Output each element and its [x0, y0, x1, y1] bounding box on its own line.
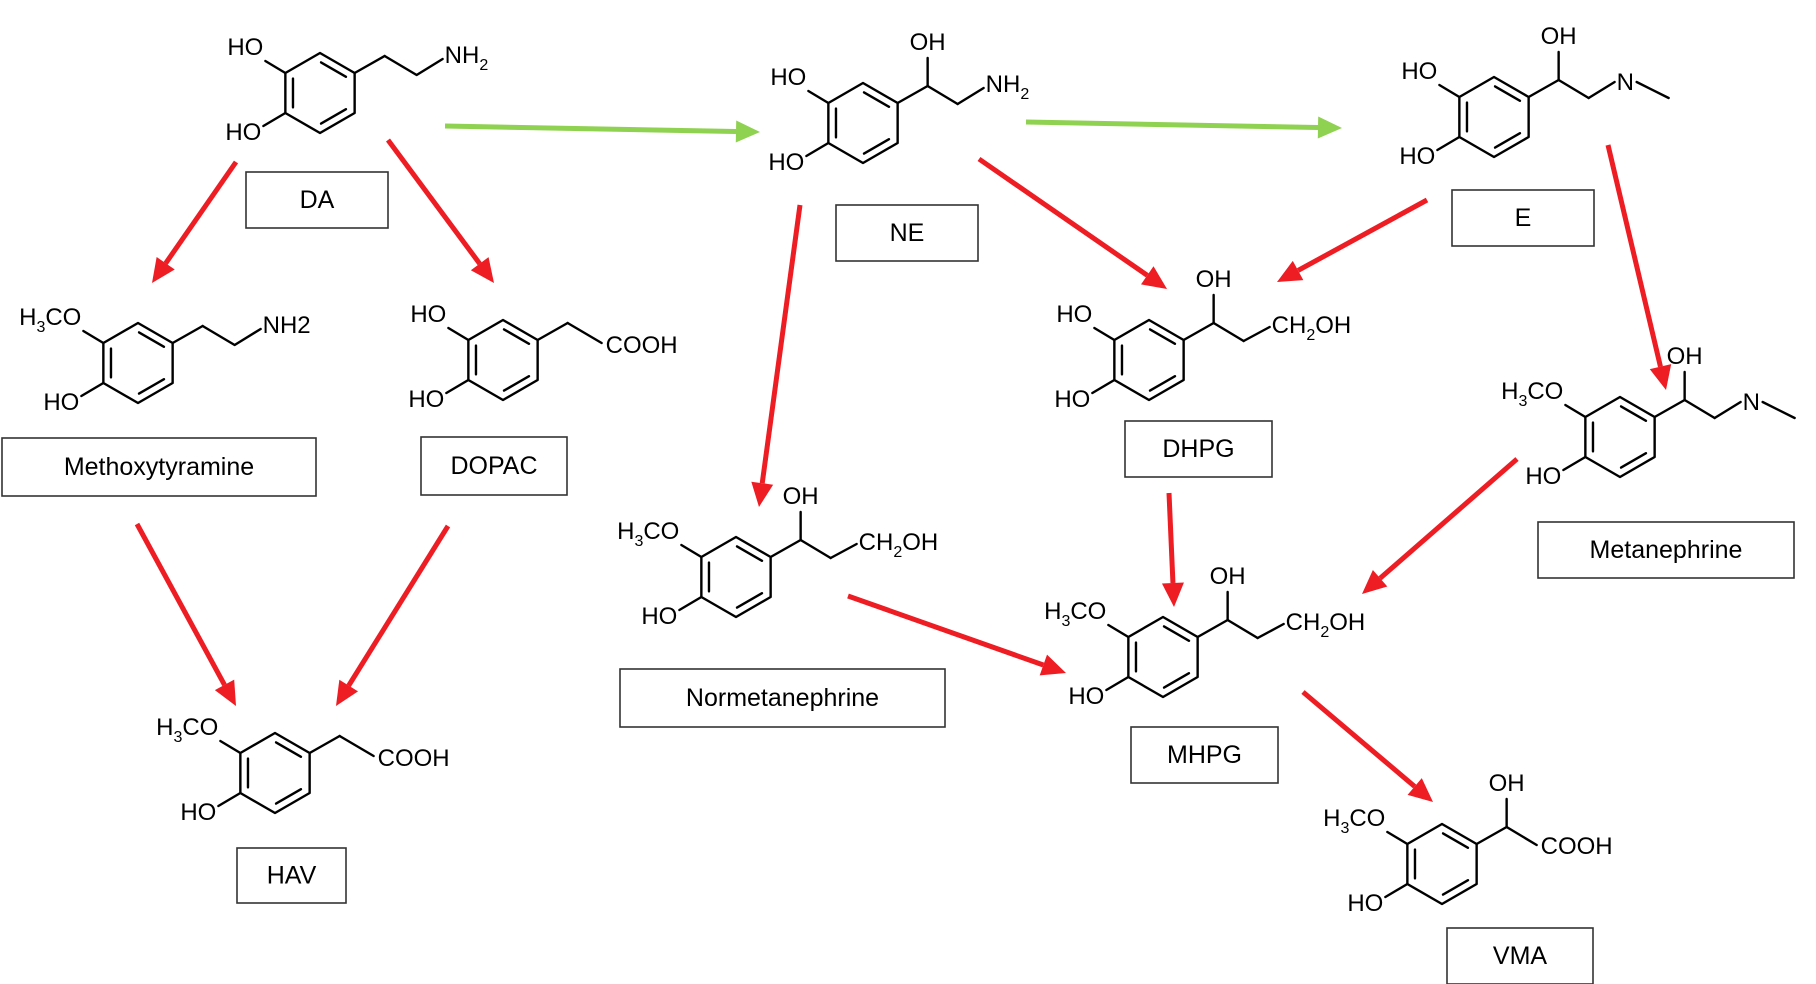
label-box-ne: NE — [835, 204, 979, 262]
label-box-hav: HAV — [236, 847, 347, 904]
label-box-vma: VMA — [1446, 927, 1594, 984]
hydroxyl-4-label: HO — [43, 389, 79, 416]
methoxy-label: H3CO — [1501, 378, 1563, 410]
n-methyl-label: N — [1743, 389, 1760, 416]
label-box-mhpg: MHPG — [1130, 726, 1279, 784]
structure-da: HO HO NH2 — [225, 34, 488, 146]
amine-label: NH2 — [445, 42, 489, 74]
compound-name-dopac: DOPAC — [450, 452, 537, 480]
methoxy-label: H3CO — [156, 714, 218, 746]
compound-name-vma: VMA — [1493, 942, 1548, 970]
arrow-dhpg-to-mhpg — [1161, 492, 1184, 607]
structure-dhpg: HO HO OH CH2OH — [1054, 266, 1351, 413]
methoxy-label: H3CO — [19, 304, 81, 336]
n-methyl-label: N — [1617, 69, 1634, 96]
hydroxymethyl-label: CH2OH — [1272, 312, 1352, 344]
compound-labels: DA NE E Methoxytyramine DOPAC DHPG Metanephrin… — [1, 171, 1795, 984]
structure-ne: HO HO OH NH2 — [768, 29, 1029, 176]
hydroxyl-4-label: HO — [225, 119, 261, 146]
side-hydroxyl-label: OH — [1210, 563, 1246, 590]
side-hydroxyl-label: OH — [1667, 343, 1703, 370]
arrow-ne-to-normetanephrine — [751, 204, 803, 507]
hydroxyl-4-label: HO — [768, 149, 804, 176]
structure-hav: H3CO HO COOH — [156, 714, 450, 826]
hydroxyl-3-label: HO — [410, 301, 446, 328]
hydroxyl-4-label: HO — [1525, 463, 1561, 490]
arrow-e-to-metanephrine — [1605, 144, 1672, 390]
arrow-mhpg-to-vma — [1301, 690, 1433, 802]
hydroxyl-3-label: HO — [1056, 301, 1092, 328]
arrow-da-to-ne — [444, 120, 760, 143]
carboxyl-label: COOH — [378, 745, 450, 772]
compound-name-normet: Normetanephrine — [686, 684, 879, 712]
hydroxyl-3-label: HO — [1401, 58, 1437, 85]
label-box-dhpg: DHPG — [1124, 420, 1273, 478]
structure-metan: H3CO HO OH N — [1501, 343, 1796, 490]
arrow-normetanephrine-to-mhpg — [847, 593, 1066, 676]
label-box-da: DA — [245, 171, 389, 229]
arrow-da-to-methoxytyramine — [152, 160, 239, 283]
hydroxymethyl-label: CH2OH — [1286, 609, 1366, 641]
side-hydroxyl-label: OH — [1541, 23, 1577, 50]
side-hydroxyl-label: OH — [783, 483, 819, 510]
structure-mhpg: H3CO HO OH CH2OH — [1044, 563, 1365, 710]
methoxy-label: H3CO — [1044, 598, 1106, 630]
arrow-ne-to-e — [1025, 116, 1342, 139]
carboxyl-label: COOH — [1541, 833, 1613, 860]
hydroxyl-4-label: HO — [408, 386, 444, 413]
structure-dopac: HO HO COOH — [408, 301, 677, 413]
compound-name-mhpg: MHPG — [1167, 741, 1242, 769]
hydroxyl-4-label: HO — [641, 603, 677, 630]
side-hydroxyl-label: OH — [910, 29, 946, 56]
methoxy-label: H3CO — [1323, 805, 1385, 837]
structure-mt: H3CO HO NH2 — [19, 304, 311, 416]
compound-name-e: E — [1515, 204, 1532, 232]
compound-name-hav: HAV — [267, 862, 317, 890]
hydroxyl-3-label: HO — [227, 34, 263, 61]
structure-normet: H3CO HO OH CH2OH — [617, 483, 938, 630]
methoxy-label: H3CO — [617, 518, 679, 550]
hydroxyl-4-label: HO — [1054, 386, 1090, 413]
structure-vma: H3CO HO OH COOH — [1323, 770, 1613, 917]
side-hydroxyl-label: OH — [1196, 266, 1232, 293]
hydroxyl-4-label: HO — [1068, 683, 1104, 710]
hydroxyl-3-label: HO — [770, 64, 806, 91]
label-box-dopac: DOPAC — [420, 436, 568, 496]
label-box-mt: Methoxytyramine — [1, 437, 317, 497]
hydroxyl-4-label: HO — [1347, 890, 1383, 917]
label-box-metan: Metanephrine — [1537, 521, 1795, 579]
label-box-e: E — [1451, 189, 1595, 247]
side-hydroxyl-label: OH — [1489, 770, 1525, 797]
arrow-e-to-dhpg — [1277, 197, 1429, 282]
compound-name-metan: Metanephrine — [1590, 536, 1743, 564]
compound-name-ne: NE — [890, 219, 925, 247]
carboxyl-label: COOH — [606, 332, 678, 359]
compound-name-da: DA — [300, 186, 335, 214]
amine-label: NH2 — [986, 71, 1030, 103]
compound-name-mt: Methoxytyramine — [64, 453, 254, 481]
reaction-arrows — [134, 116, 1672, 802]
arrow-metanephrine-to-mhpg — [1362, 457, 1519, 594]
arrow-dopac-to-hav — [336, 524, 451, 706]
hydroxyl-4-label: HO — [1399, 143, 1435, 170]
hydroxymethyl-label: CH2OH — [859, 529, 939, 561]
arrow-ne-to-dhpg — [977, 156, 1167, 289]
label-box-normet: Normetanephrine — [619, 668, 946, 728]
structure-e: HO HO OH N — [1399, 23, 1670, 170]
arrow-methoxytyramine-to-hav — [134, 522, 236, 706]
arrow-da-to-dopac — [385, 138, 494, 283]
compound-name-dhpg: DHPG — [1162, 435, 1234, 463]
amine-label: NH2 — [263, 312, 311, 339]
hydroxyl-4-label: HO — [180, 799, 216, 826]
